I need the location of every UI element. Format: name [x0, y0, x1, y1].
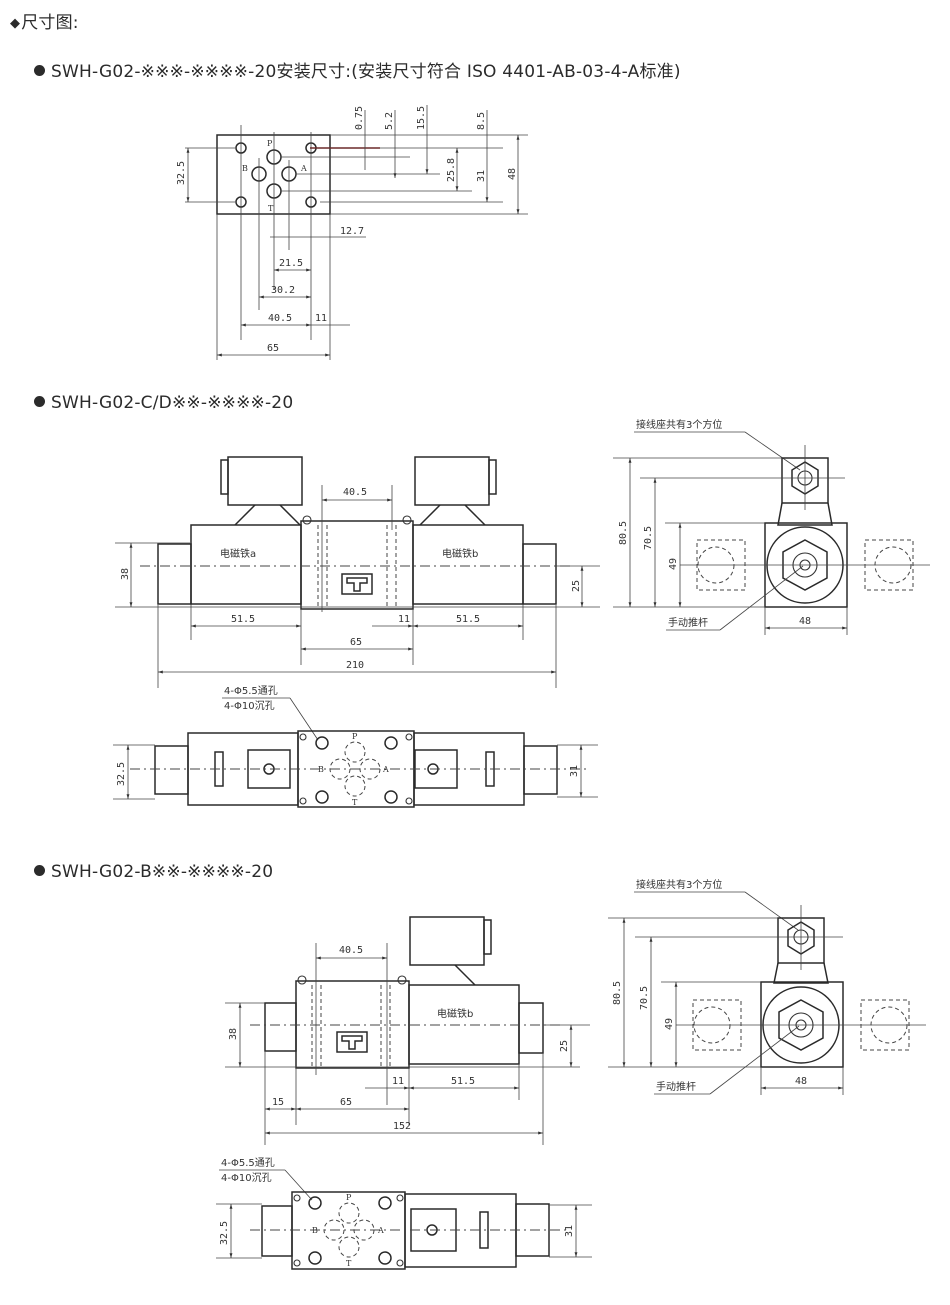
svg-text:31: 31: [569, 765, 580, 777]
mounting-surface-drawing: P B A T 0.75 5.2 15.5 25.8 8.5 31: [176, 105, 528, 360]
svg-text:手动推杆: 手动推杆: [668, 616, 708, 629]
svg-text:接线座共有3个方位: 接线座共有3个方位: [636, 878, 722, 891]
svg-text:A: A: [377, 1226, 384, 1235]
svg-text:5.2: 5.2: [384, 112, 395, 130]
svg-text:11: 11: [315, 313, 327, 324]
svg-text:51.5: 51.5: [231, 614, 255, 625]
svg-text:210: 210: [346, 660, 364, 671]
diamond-bullet-icon: ◆: [10, 16, 21, 31]
svg-text:48: 48: [795, 1076, 807, 1087]
section-heading-double-solenoid: SWH-G02-C/D※※-※※※※-20: [34, 393, 293, 413]
single-solenoid-front-view: 电磁铁b 40.5 38 25 11 51.5 15 65 152: [225, 916, 590, 1145]
svg-text:P: P: [352, 732, 358, 741]
svg-text:32.5: 32.5: [176, 161, 187, 185]
svg-text:51.5: 51.5: [451, 1076, 475, 1087]
svg-text:31: 31: [564, 1225, 575, 1237]
svg-text:38: 38: [120, 568, 131, 580]
svg-text:80.5: 80.5: [612, 981, 623, 1005]
svg-text:25: 25: [571, 580, 582, 592]
svg-text:40.5: 40.5: [339, 945, 363, 956]
svg-text:P: P: [267, 139, 273, 148]
svg-text:65: 65: [267, 343, 279, 354]
svg-text:手动推杆: 手动推杆: [656, 1080, 696, 1093]
svg-text:38: 38: [228, 1028, 239, 1040]
svg-text:A: A: [300, 164, 307, 173]
svg-text:40.5: 40.5: [268, 313, 292, 324]
svg-text:70.5: 70.5: [639, 986, 650, 1010]
double-solenoid-front-view: 电磁铁a 电磁铁b 40.5 38 25 51.5 11 51.5 65 210: [115, 456, 600, 688]
svg-text:40.5: 40.5: [343, 487, 367, 498]
double-solenoid-side-view: 接线座共有3个方位 80.5 70.5 49 48 手动推杆: [613, 418, 930, 635]
svg-text:T: T: [352, 798, 358, 807]
svg-text:49: 49: [668, 558, 679, 570]
bullet-icon: [34, 396, 45, 407]
svg-text:65: 65: [340, 1097, 352, 1108]
svg-text:电磁铁b: 电磁铁b: [442, 547, 478, 560]
svg-text:4-Φ10沉孔: 4-Φ10沉孔: [224, 699, 275, 712]
single-solenoid-side-view: 接线座共有3个方位 80.5 70.5 49 48 手动推杆: [608, 878, 926, 1095]
bullet-icon: [34, 865, 45, 876]
svg-text:0.75: 0.75: [354, 106, 365, 130]
svg-text:电磁铁b: 电磁铁b: [437, 1007, 473, 1020]
svg-text:80.5: 80.5: [618, 521, 629, 545]
svg-text:48: 48: [507, 168, 518, 180]
svg-text:B: B: [318, 765, 324, 774]
svg-text:32.5: 32.5: [116, 762, 127, 786]
svg-text:70.5: 70.5: [643, 526, 654, 550]
double-solenoid-top-view: 4-Φ5.5通孔 4-Φ10沉孔 P B A T 32.5: [113, 685, 598, 808]
svg-text:T: T: [268, 204, 274, 213]
bullet-icon: [34, 65, 45, 76]
svg-text:51.5: 51.5: [456, 614, 480, 625]
svg-text:T: T: [346, 1259, 352, 1268]
svg-text:B: B: [242, 164, 248, 173]
svg-text:65: 65: [350, 637, 362, 648]
svg-text:31: 31: [476, 170, 487, 182]
svg-text:30.2: 30.2: [271, 285, 295, 296]
svg-text:49: 49: [664, 1018, 675, 1030]
svg-text:32.5: 32.5: [219, 1221, 230, 1245]
svg-text:15: 15: [272, 1097, 284, 1108]
svg-text:4-Φ5.5通孔: 4-Φ5.5通孔: [221, 1157, 275, 1169]
svg-text:21.5: 21.5: [279, 258, 303, 269]
svg-text:P: P: [346, 1193, 352, 1202]
single-solenoid-top-view: 4-Φ5.5通孔 4-Φ10沉孔 P B A T 32.5 31: [216, 1157, 592, 1270]
svg-text:48: 48: [799, 616, 811, 627]
svg-text:电磁铁a: 电磁铁a: [220, 547, 256, 560]
svg-text:4-Φ5.5通孔: 4-Φ5.5通孔: [224, 685, 278, 697]
svg-text:152: 152: [393, 1121, 411, 1132]
svg-text:25.8: 25.8: [446, 158, 457, 182]
svg-text:11: 11: [392, 1076, 404, 1087]
svg-text:8.5: 8.5: [476, 112, 487, 130]
svg-text:接线座共有3个方位: 接线座共有3个方位: [636, 418, 722, 431]
svg-text:25: 25: [559, 1040, 570, 1052]
svg-text:11: 11: [398, 614, 410, 625]
section-heading-single-solenoid: SWH-G02-B※※-※※※※-20: [34, 862, 273, 882]
svg-text:15.5: 15.5: [416, 106, 427, 130]
svg-text:12.7: 12.7: [340, 226, 364, 237]
page-title: ◆尺寸图:: [10, 13, 79, 33]
section-heading-mounting: SWH-G02-※※※-※※※※-20安装尺寸:(安装尺寸符合 ISO 4401…: [34, 57, 681, 82]
svg-text:4-Φ10沉孔: 4-Φ10沉孔: [221, 1171, 272, 1184]
